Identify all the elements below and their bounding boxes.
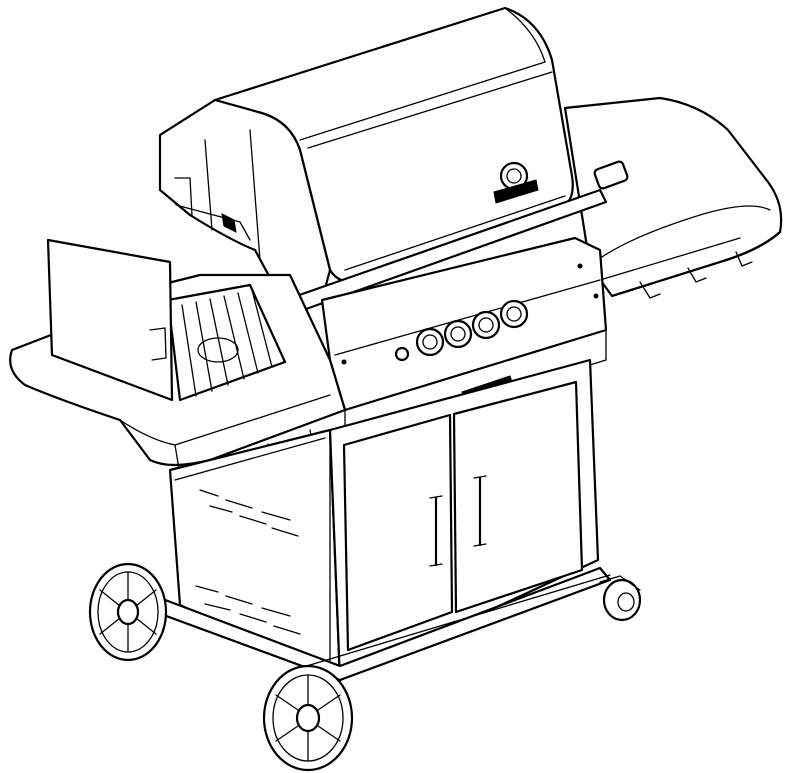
control-knob-2 bbox=[443, 319, 473, 349]
caster-wheel bbox=[599, 575, 642, 622]
cabinet-door-left bbox=[342, 413, 454, 652]
wind-guard-panel bbox=[46, 238, 174, 402]
cabinet-door-right bbox=[452, 380, 584, 614]
control-knob-4 bbox=[499, 299, 529, 329]
control-knob-3 bbox=[471, 310, 501, 340]
front-wheel bbox=[262, 664, 354, 772]
right-side-shelf bbox=[563, 96, 783, 299]
control-knobs bbox=[415, 299, 529, 357]
side-panel-vents bbox=[195, 489, 301, 635]
side-burner-grate bbox=[166, 283, 287, 402]
grill-lid bbox=[213, 6, 574, 283]
rear-wheel bbox=[88, 562, 168, 662]
control-knob-1 bbox=[415, 327, 445, 357]
cabinet-doors bbox=[342, 380, 584, 652]
